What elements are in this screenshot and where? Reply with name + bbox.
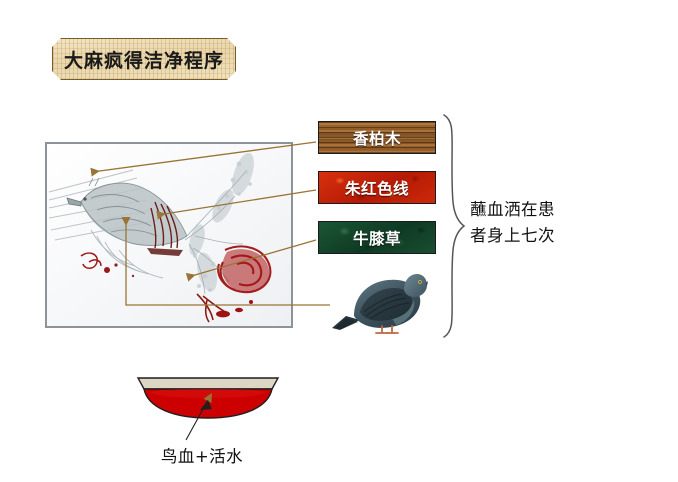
grouping-brace [443,114,466,338]
label-cedar-wood-text: 香柏木 [352,129,401,148]
dead-bird-illustration [47,144,291,326]
sprinkle-instruction-line1: 蘸血洒在患 [470,200,555,219]
label-cedar-wood: 香柏木 [318,121,436,154]
label-hyssop: 牛膝草 [318,221,436,254]
illustration-frame [45,142,293,328]
sprinkle-instruction-note: 蘸血洒在患 者身上七次 [470,197,600,249]
label-scarlet-thread-text: 朱红色线 [344,179,409,198]
live-bird-illustration [332,274,428,334]
label-hyssop-text: 牛膝草 [352,229,401,248]
label-scarlet-thread: 朱红色线 [318,171,436,204]
title-banner: 大麻疯得洁净程序 [52,38,236,80]
title-text: 大麻疯得洁净程序 [63,49,224,72]
bowl-caption: 鸟血+活水 [160,447,244,466]
bowl-of-blood-and-water [136,377,280,419]
sprinkle-instruction-line2: 者身上七次 [470,226,555,245]
